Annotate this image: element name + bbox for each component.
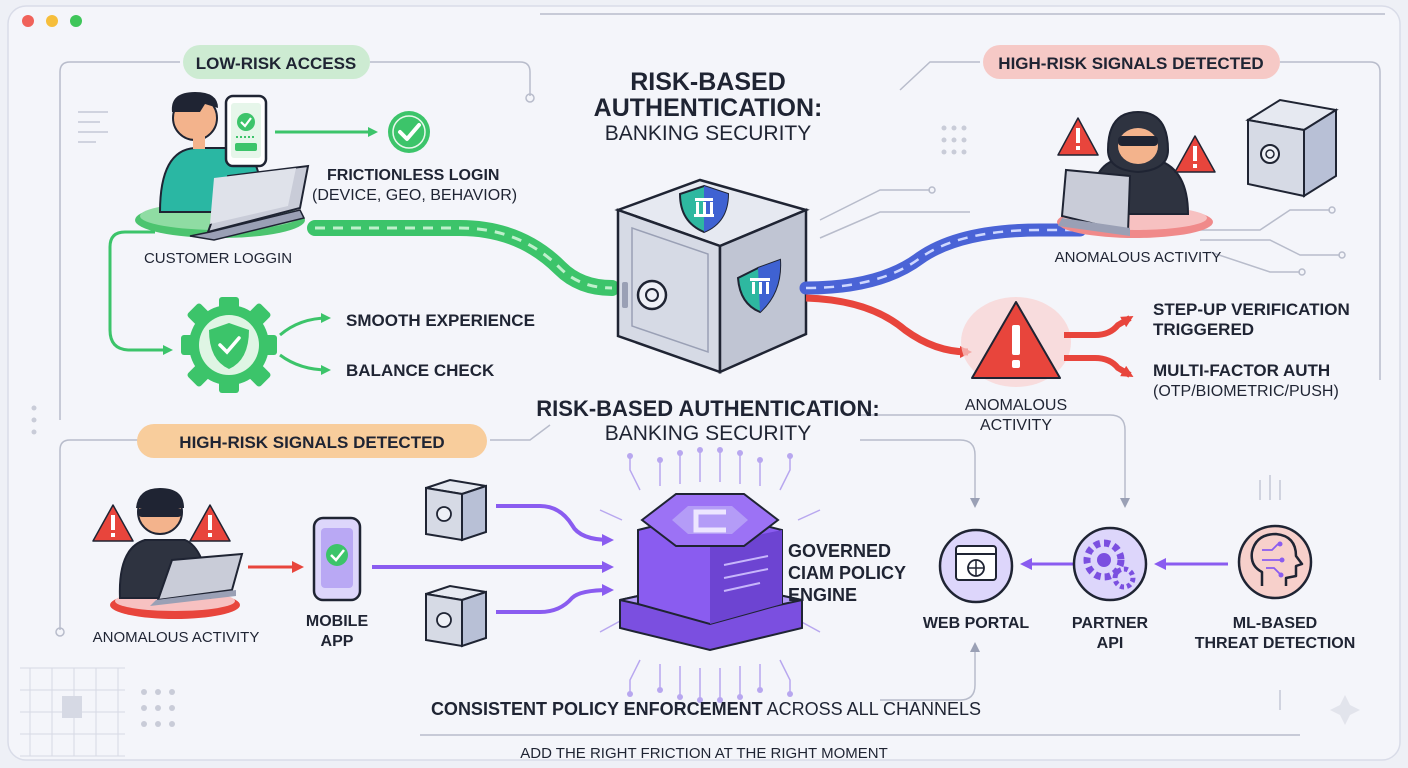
ml-brain-head-icon [1237, 524, 1313, 600]
partner-api-gear-icon [1072, 526, 1148, 602]
partner-api-label-line2: API [1097, 635, 1124, 652]
smooth-experience-label: SMOOTH EXPERIENCE [346, 311, 535, 330]
high-risk-badge-left [137, 424, 487, 458]
ml-detection-label-line1: ML-BASED [1233, 615, 1317, 632]
vault-cube [614, 178, 810, 374]
partner-api-label-line1: PARTNER [1072, 615, 1149, 632]
consistent-enforcement-text: CONSISTENT POLICY ENFORCEMENT ACROSS ALL… [431, 699, 981, 719]
red-road [805, 294, 972, 358]
mobile-app-label-line2: APP [321, 633, 354, 650]
safe-icon-lower [425, 584, 487, 648]
smooth-arrow [279, 313, 331, 337]
frictionless-login-title: FRICTIONLESS LOGIN [327, 167, 499, 184]
footer-tagline: ADD THE RIGHT FRICTION AT THE RIGHT MOME… [520, 745, 888, 762]
safe-lower-arrow [496, 584, 614, 614]
mid-title-line1: RISK-BASED AUTHENTICATION: [536, 396, 879, 421]
warning-triangle-icon-tr-left [1057, 117, 1099, 156]
high-risk-badge-right-text: HIGH-RISK SIGNALS DETECTED [998, 54, 1263, 73]
mfa-arrow [1064, 355, 1134, 378]
mfa-label-line1: MULTI-FACTOR AUTH [1153, 361, 1330, 380]
low-risk-badge [183, 45, 370, 79]
balance-arrow [279, 353, 331, 375]
balance-check-label: BALANCE CHECK [346, 361, 495, 380]
engine-label-line3: ENGINE [788, 585, 857, 605]
green-road [307, 220, 620, 296]
warning-triangle-icon-bl-left [92, 504, 134, 542]
frictionless-login-detail: (DEVICE, GEO, BEHAVIOR) [312, 187, 517, 204]
mid-title-line2: BANKING SECURITY [605, 422, 812, 445]
stepup-label-line2: TRIGGERED [1153, 320, 1254, 339]
blue-road [799, 223, 1087, 295]
hacker-illustration-top [1057, 110, 1213, 238]
high-risk-badge-right [983, 45, 1280, 79]
warning-triangle-icon-bl-right [189, 504, 231, 542]
title-line2: AUTHENTICATION: [594, 94, 823, 122]
engine-label-line1: GOVERNED [788, 541, 891, 561]
circuit-traces-right [819, 189, 1340, 273]
decor-dots [31, 125, 967, 727]
low-risk-badge-text: LOW-RISK ACCESS [196, 54, 357, 73]
mobile-phone-icon [312, 516, 362, 602]
hacker-illustration-bottom [110, 488, 244, 619]
alert-label-line2: ACTIVITY [980, 417, 1052, 434]
stepup-label-line1: STEP-UP VERIFICATION [1153, 300, 1350, 319]
ciam-engine-icon [599, 447, 821, 703]
warning-triangle-icon-tr-right [1174, 135, 1216, 173]
alert-triangle-icon [961, 297, 1071, 387]
gear-shield-icon [181, 297, 277, 393]
window-close-dot[interactable] [22, 15, 34, 27]
mobile-app-label-line1: MOBILE [306, 613, 369, 630]
stepup-arrow [1064, 315, 1134, 338]
web-portal-icon [938, 528, 1014, 604]
window-maximize-dot[interactable] [70, 15, 82, 27]
high-risk-badge-left-text: HIGH-RISK SIGNALS DETECTED [179, 433, 444, 452]
web-portal-label: WEB PORTAL [923, 615, 1030, 632]
ml-detection-label-line2: THREAT DETECTION [1195, 635, 1356, 652]
safe-icon-top-right [1245, 98, 1339, 198]
title-line3: BANKING SECURITY [605, 122, 812, 145]
mfa-label-line2: (OTP/BIOMETRIC/PUSH) [1153, 383, 1339, 400]
check-circle-icon [388, 111, 430, 153]
loop-arrow [108, 230, 173, 355]
customer-login-label: CUSTOMER LOGGIN [144, 250, 292, 267]
anomalous-activity-label-top: ANOMALOUS ACTIVITY [1055, 249, 1222, 266]
engine-label-line2: CIAM POLICY [788, 563, 906, 583]
title-line1: RISK-BASED [630, 68, 786, 96]
circuit-lines [59, 13, 1385, 736]
consistent-enforcement-rest: ACROSS ALL CHANNELS [763, 699, 981, 719]
window-minimize-dot[interactable] [46, 15, 58, 27]
phone-icon [224, 94, 268, 168]
safe-icon-upper [425, 478, 487, 542]
alert-label-line1: ANOMALOUS [965, 397, 1067, 414]
safe-upper-arrow [496, 504, 614, 546]
anomalous-activity-label-bottom: ANOMALOUS ACTIVITY [93, 629, 260, 646]
decor-dashes [78, 111, 1281, 710]
consistent-enforcement-bold: CONSISTENT POLICY ENFORCEMENT [431, 699, 763, 719]
